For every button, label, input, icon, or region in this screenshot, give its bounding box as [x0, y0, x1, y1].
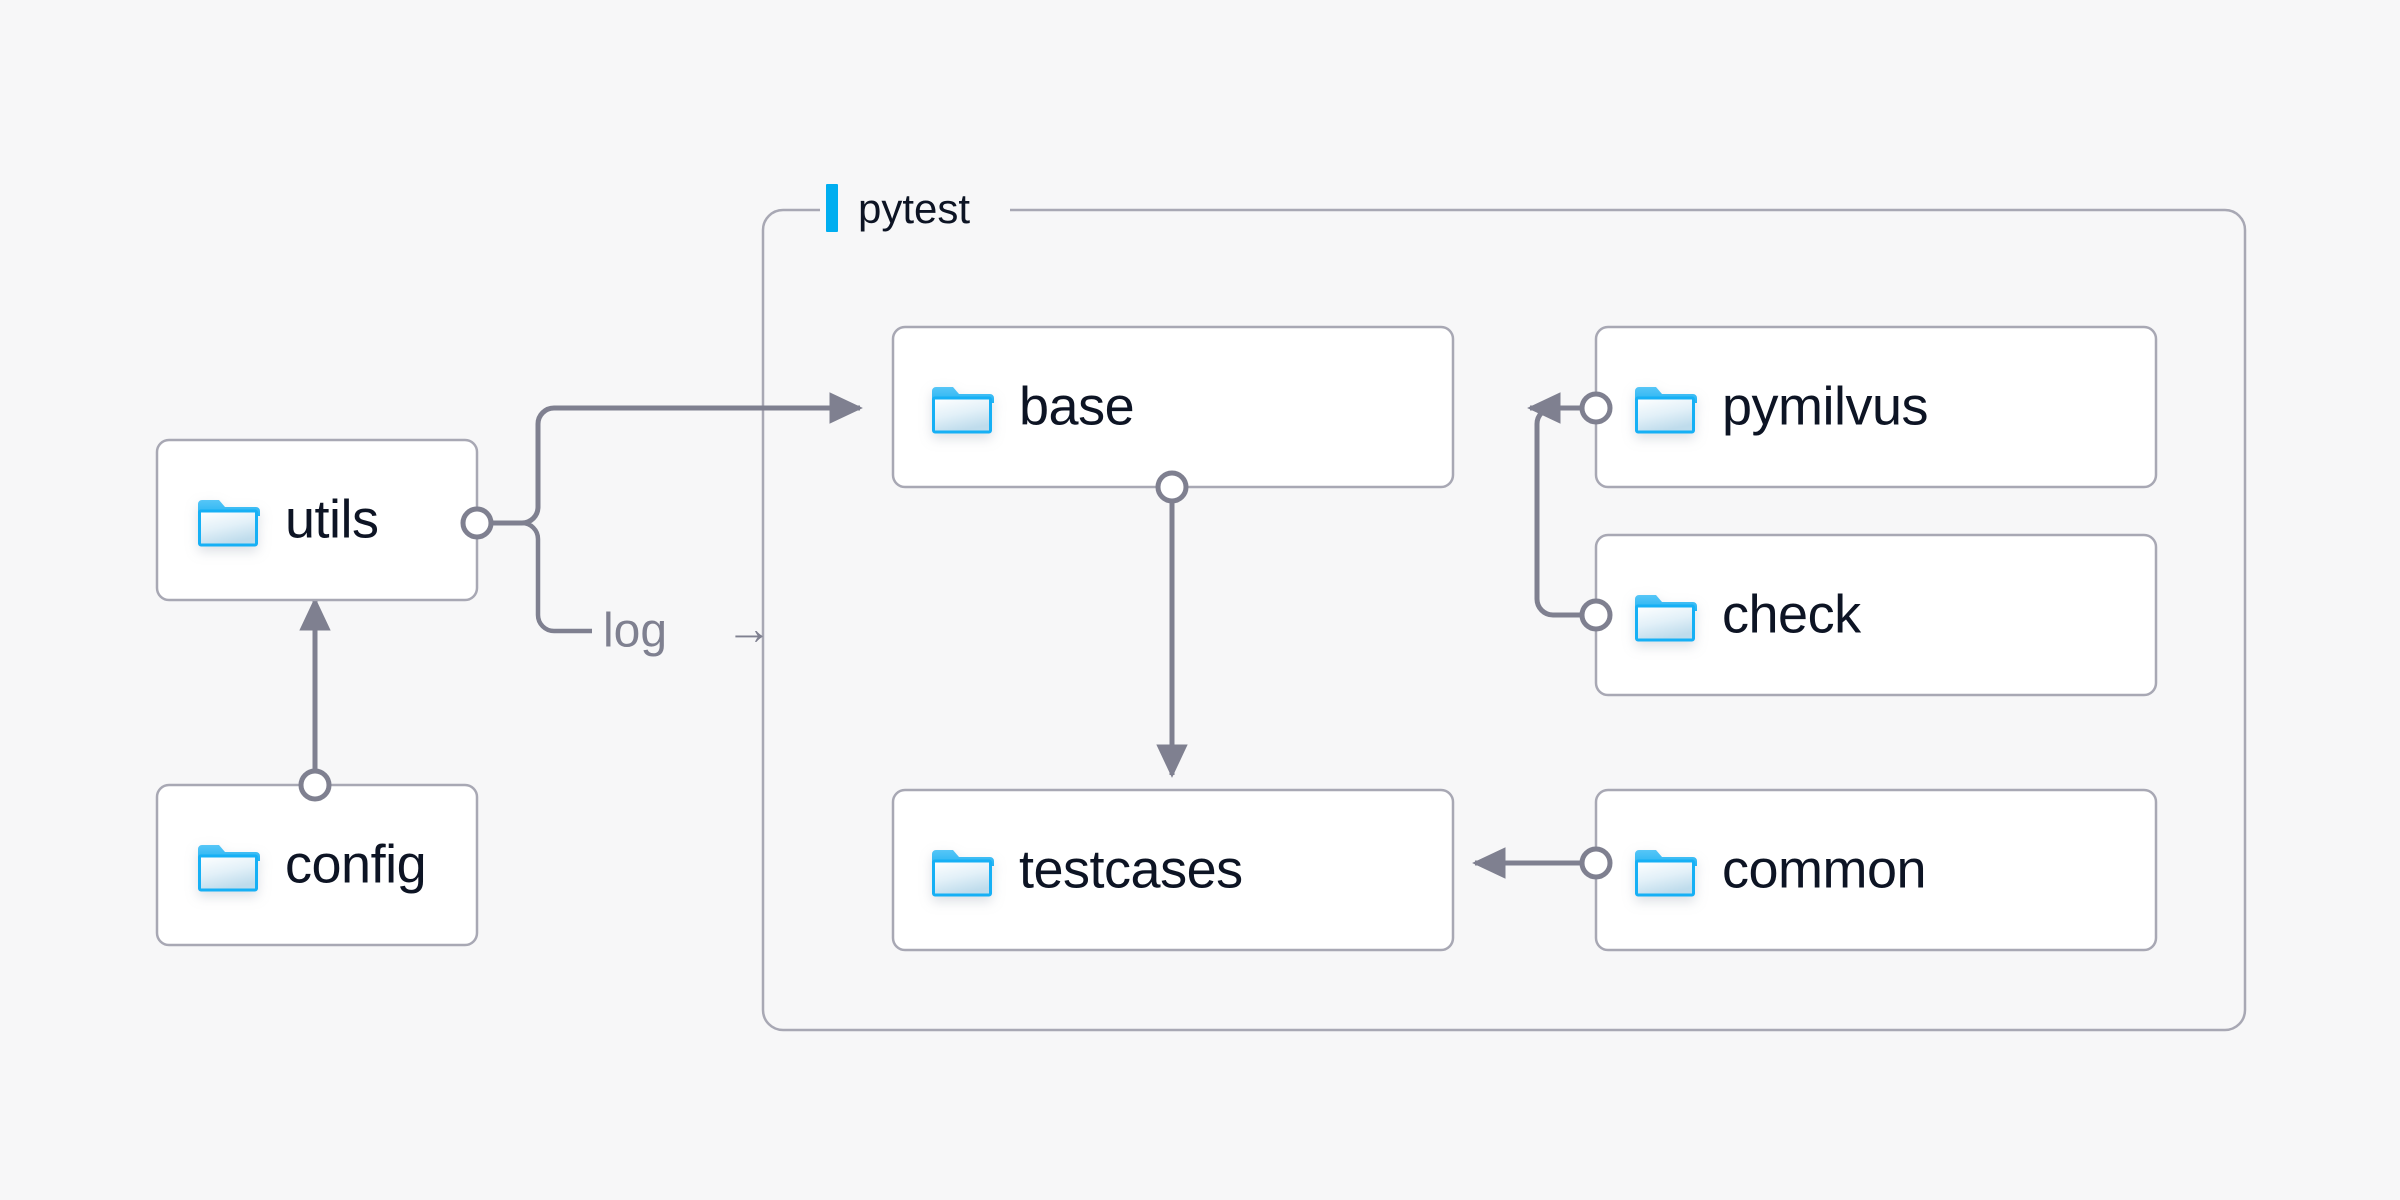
node-pymilvus-label: pymilvus — [1722, 376, 1928, 436]
port-base-bottom[interactable] — [1155, 470, 1189, 504]
pytest-group-label: pytest — [858, 185, 970, 232]
node-common[interactable]: common — [1594, 788, 2158, 952]
pytest-group-container[interactable]: pytest — [761, 184, 2247, 1032]
node-check-label: check — [1722, 584, 1862, 644]
edge-utils-to-base-path — [489, 392, 863, 526]
node-utils-label: utils — [285, 489, 379, 549]
node-utils[interactable]: utils — [155, 438, 479, 602]
edge-check-to-base-path — [1534, 405, 1583, 618]
port-config-top[interactable] — [298, 768, 332, 802]
node-testcases[interactable]: testcases — [891, 788, 1455, 952]
node-base[interactable]: base — [891, 325, 1455, 489]
node-common-label: common — [1722, 839, 1926, 899]
port-check-left[interactable] — [1579, 598, 1613, 632]
node-config-label: config — [285, 834, 426, 894]
node-pymilvus[interactable]: pymilvus — [1594, 325, 2158, 489]
node-testcases-box[interactable] — [891, 788, 1455, 952]
edge-utils-to-log[interactable]: log → — [489, 520, 772, 658]
port-utils-right[interactable] — [460, 506, 494, 540]
edge-log-arrow-glyph: → — [726, 602, 772, 654]
port-common-left[interactable] — [1579, 846, 1613, 880]
node-check[interactable]: check — [1594, 533, 2158, 697]
edge-check-to-base[interactable] — [1534, 405, 1583, 618]
node-testcases-label: testcases — [1019, 839, 1243, 899]
node-base-label: base — [1019, 376, 1134, 436]
edge-utils-to-log-path — [489, 520, 592, 634]
node-config[interactable]: config — [155, 783, 479, 947]
pytest-accent-bar — [826, 184, 838, 232]
edge-log-label: log — [603, 605, 667, 658]
pytest-group-border — [761, 208, 2247, 1032]
edge-utils-to-base[interactable] — [489, 392, 863, 526]
port-pymilvus-left[interactable] — [1579, 391, 1613, 425]
